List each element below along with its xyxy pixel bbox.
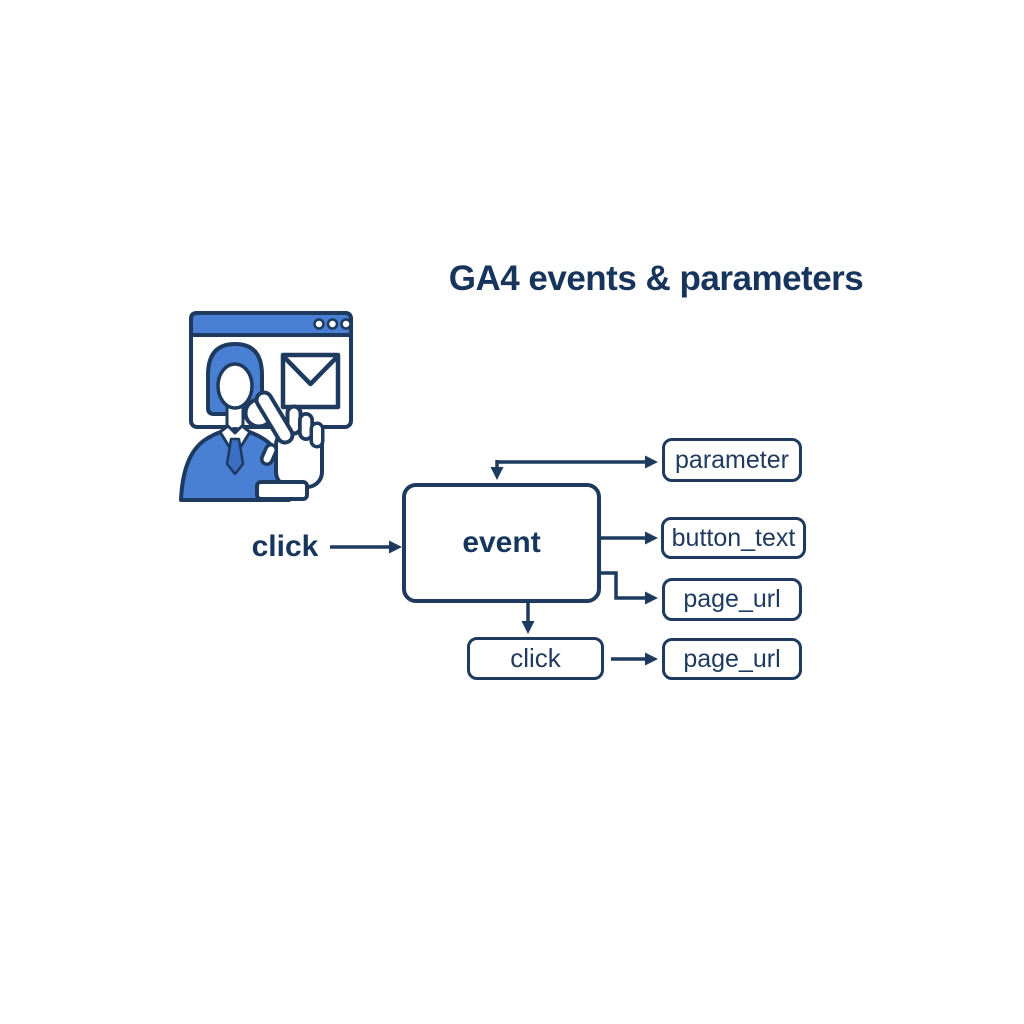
click-child-node: click: [467, 637, 604, 680]
woman-shoulders: [179, 427, 291, 502]
page-url-node-2: page_url: [662, 638, 802, 680]
page-title: GA4 events & parameters: [448, 259, 864, 298]
click-child-node-label: click: [510, 643, 561, 673]
trigger-label-click: click: [251, 530, 319, 563]
woman-fringe: [215, 357, 255, 380]
click-button-circle: [243, 397, 275, 429]
button-text-node-label: button_text: [671, 523, 796, 552]
hand-cursor-icon: [254, 390, 325, 501]
window-dots-icon: [313, 318, 352, 330]
hand-cuff: [255, 480, 309, 501]
browser-window: [189, 311, 353, 429]
envelope-icon: [280, 352, 341, 410]
parameter-node: parameter: [662, 438, 802, 482]
woman-face: [216, 362, 254, 410]
browser-titlebar: [189, 311, 353, 337]
woman-collar: [218, 424, 252, 458]
browser-user-click-illustration: [179, 311, 353, 502]
click-spark: [272, 417, 280, 429]
event-node-label: event: [462, 526, 541, 559]
woman-neck: [225, 398, 245, 432]
woman-user-icon: [179, 342, 291, 502]
parameter-node-label: parameter: [675, 445, 789, 474]
woman-tie: [225, 437, 245, 476]
page-url-node-2-label: page_url: [683, 644, 781, 673]
page-url-node-1-label: page_url: [683, 585, 781, 613]
arrow-event-to-page-url: [601, 571, 658, 605]
event-node: event: [402, 483, 601, 603]
button-text-node: button_text: [661, 517, 806, 559]
page-url-node-1: page_url: [662, 578, 802, 621]
woman-hair: [206, 342, 264, 416]
